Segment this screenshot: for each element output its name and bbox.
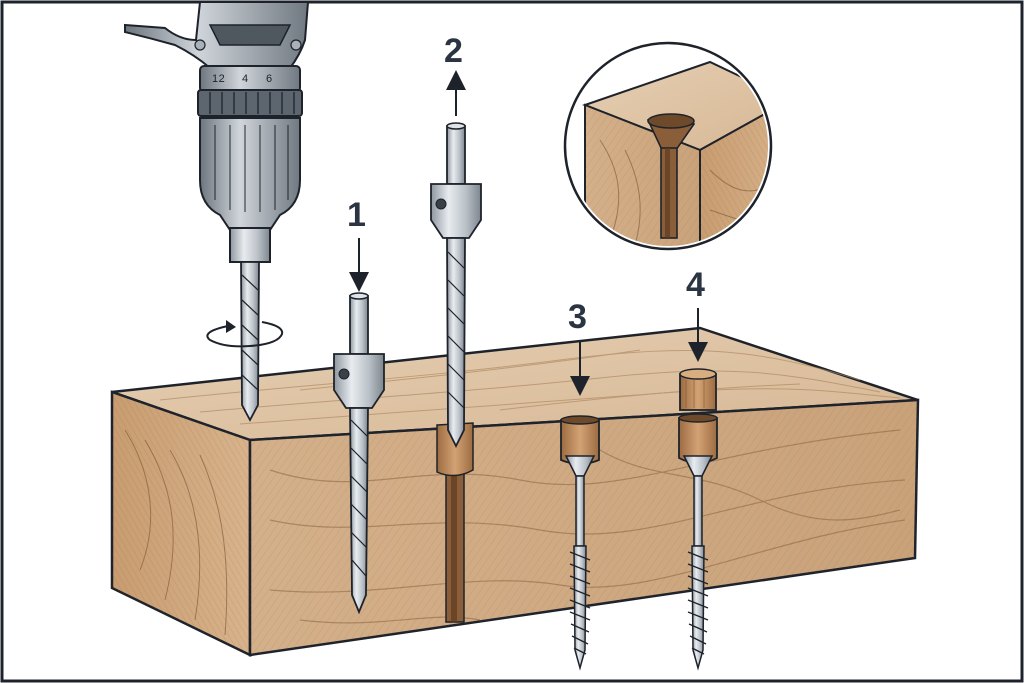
wood-end-rings (124, 429, 228, 636)
drill-chuck-collar (197, 89, 303, 117)
wood-end-hatch (112, 392, 250, 655)
chuck-marking-6: 6 (266, 73, 273, 85)
chuck-marking-4: 4 (242, 73, 249, 85)
step-4-screw-and-plug (678, 368, 718, 671)
step-2-label: 2 (444, 32, 463, 70)
step-arrows (349, 70, 708, 396)
step-2-countersink-bit (430, 122, 482, 449)
drill-chuck-nose (229, 227, 271, 263)
step-3-screw (560, 415, 600, 671)
step-3-label: 3 (568, 298, 587, 336)
drilled-channel (436, 422, 474, 623)
step-1-label: 1 (347, 196, 366, 234)
chuck-marking-12: 12 (212, 73, 226, 85)
step-1-countersink-bit (333, 292, 385, 615)
rotation-arrow (206, 321, 284, 348)
step-4-label: 4 (686, 266, 705, 304)
drill-bit (240, 261, 260, 422)
power-drill (124, 1, 310, 422)
